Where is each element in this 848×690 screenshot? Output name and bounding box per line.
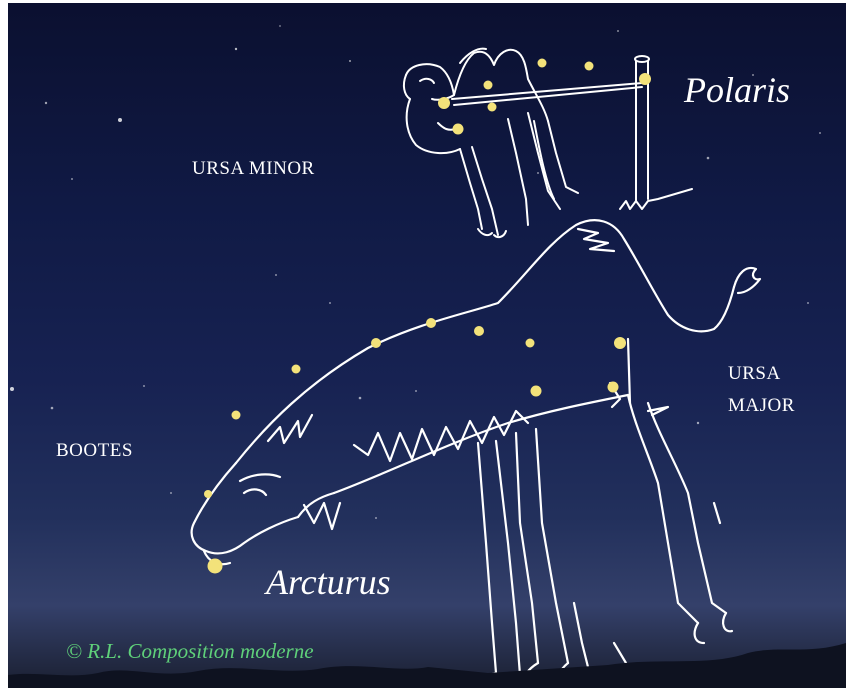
ursa-minor-label: URSA MINOR (192, 158, 315, 180)
ursa-major-camel-drawing (192, 220, 760, 688)
ursa-major-label-line1: URSA (728, 363, 781, 385)
night-sky-scene: URSA MINOR URSA MAJOR BOOTES Polaris Arc… (8, 3, 846, 688)
credit-text: © R.L. Composition moderne (66, 639, 314, 664)
arcturus-label: Arcturus (266, 561, 391, 603)
constellation-stars (204, 59, 651, 574)
bootes-label: BOOTES (56, 440, 133, 462)
polaris-label: Polaris (684, 69, 790, 111)
ursa-major-label-line2: MAJOR (728, 395, 795, 417)
